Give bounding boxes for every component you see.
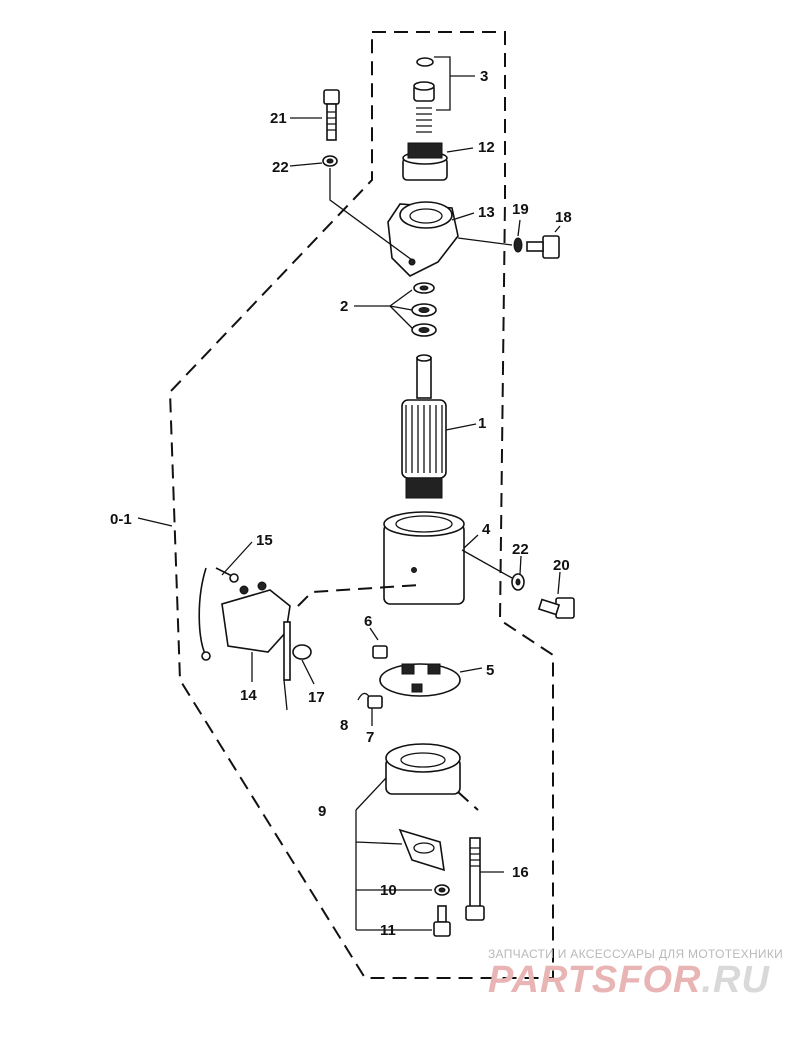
callout-16: 16 <box>512 864 529 881</box>
callout-4: 4 <box>482 521 491 538</box>
callout-6: 6 <box>364 613 372 630</box>
part-1-armature <box>401 354 477 499</box>
leader-cap-to-bolt <box>457 791 479 811</box>
callout-1: 1 <box>478 415 486 432</box>
callout-8: 8 <box>340 717 348 734</box>
callout-11: 11 <box>380 922 396 939</box>
watermark-brand-name: PARTSFOR <box>488 959 702 1001</box>
callout-10: 10 <box>380 882 397 899</box>
part-10-washer <box>356 884 450 896</box>
part-15-cable <box>198 541 253 661</box>
part-3-retainer-spring <box>413 56 475 133</box>
part-22-washer-top <box>289 155 338 167</box>
leader-screw-to-housing <box>457 237 513 246</box>
callout-5: 5 <box>486 662 494 679</box>
part-14-solenoid <box>221 581 291 711</box>
callout-12: 12 <box>478 139 495 156</box>
part-17-plunger-boot <box>292 644 315 685</box>
watermark-domain: .RU <box>702 959 771 1001</box>
callout-20: 20 <box>553 557 570 574</box>
part-9-bracket <box>398 828 445 872</box>
leader-bolt-to-housing <box>329 168 413 261</box>
watermark-tagline: ЗАПЧАСТИ И АКСЕССУАРЫ ДЛЯ МОТОТЕХНИКИ <box>488 947 783 961</box>
callout-22-right: 22 <box>512 541 529 558</box>
part-6-brush <box>369 627 388 659</box>
part-20-bolt <box>537 571 575 619</box>
callout-13: 13 <box>478 204 495 221</box>
callout-3: 3 <box>480 68 488 85</box>
part-2-washers <box>354 282 437 337</box>
part-13-drive-end-housing <box>387 201 475 277</box>
callout-7: 7 <box>366 729 374 746</box>
assembly-boundary <box>168 31 554 979</box>
callout-17: 17 <box>308 689 325 706</box>
part-21-bolt <box>290 89 340 141</box>
callout-14: 14 <box>240 687 257 704</box>
part-5-brush-plate <box>379 663 483 697</box>
callout-22-top: 22 <box>272 159 289 176</box>
part-22-washer-right <box>511 555 525 591</box>
watermark-brand: PARTSFOR.RU <box>488 959 771 1001</box>
leader-0-1 <box>137 517 173 527</box>
part-4-field-frame <box>383 511 513 605</box>
watermark: ЗАПЧАСТИ И АКСЕССУАРЫ ДЛЯ МОТОТЕХНИКИ PA… <box>488 947 783 1001</box>
leader-solenoid-to-frame <box>297 584 421 607</box>
part-7-brush <box>367 695 383 726</box>
callout-0-1: 0-1 <box>110 511 132 528</box>
part-18-screw <box>526 225 561 259</box>
callout-15: 15 <box>256 532 273 549</box>
part-11-screw <box>356 905 451 937</box>
part-16-through-bolt <box>465 837 504 921</box>
part-12-drive-pinion <box>402 142 474 181</box>
callout-9: 9 <box>318 803 326 820</box>
callout-2: 2 <box>340 298 348 315</box>
callout-21: 21 <box>270 110 287 127</box>
part-9-commutator-end-cap <box>355 743 461 930</box>
callout-18: 18 <box>555 209 572 226</box>
callout-19: 19 <box>512 201 529 218</box>
part-19-lockwasher <box>513 219 523 253</box>
